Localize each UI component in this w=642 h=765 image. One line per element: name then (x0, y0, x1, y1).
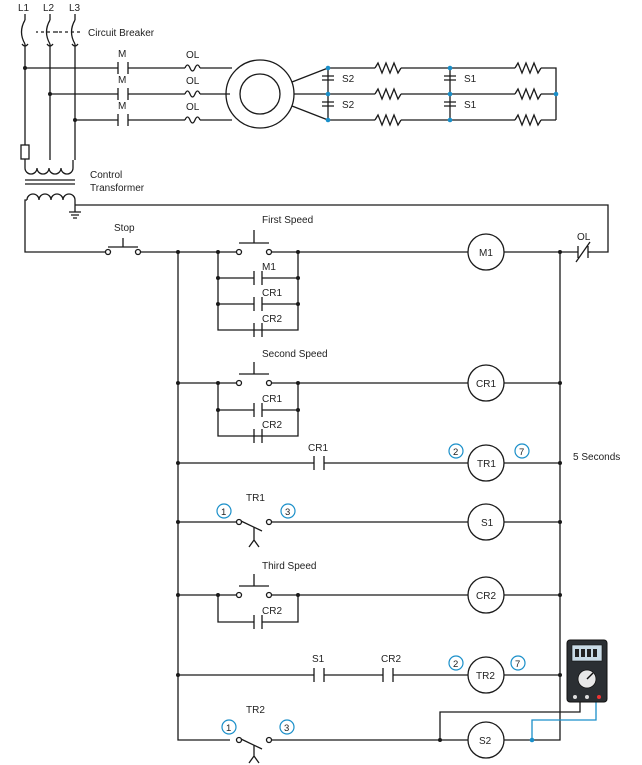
control-ladder: Stop First Speed M1 OL (24, 199, 620, 764)
label-m-2: M (118, 75, 126, 86)
label-cr2-contact-a: CR2 (262, 314, 282, 325)
overload-heaters: OL OL OL (184, 50, 201, 124)
label-ol-right: OL (577, 232, 591, 243)
tag-s2-3: 3 (284, 723, 289, 734)
power-section: L1 L2 L3 Circuit Breaker M M M (18, 3, 559, 219)
coil-cr1-label: CR1 (476, 379, 496, 390)
tag-tr1-7: 7 (519, 447, 524, 458)
label-tr2-contact: TR2 (246, 705, 265, 716)
label-circuit-breaker: Circuit Breaker (88, 28, 155, 39)
s2-s1-contacts: S2 S2 S1 S1 (322, 65, 559, 123)
label-s2-top: S2 (342, 74, 355, 85)
motor-symbol (225, 59, 329, 129)
label-ol-1: OL (186, 50, 200, 61)
coil-tr1-label: TR1 (477, 459, 496, 470)
rung-first-speed: First Speed M1 OL M1 CR1 CR2 (176, 215, 591, 337)
label-m-1: M (118, 49, 126, 60)
label-cr2-contact-d: CR2 (381, 654, 401, 665)
label-s1-contact: S1 (312, 654, 325, 665)
label-control: Control (90, 170, 122, 181)
coil-cr2-label: CR2 (476, 591, 496, 602)
label-cr1-contact-c: CR1 (308, 443, 328, 454)
tag-tr2-7: 7 (515, 659, 520, 670)
resistor-bank-1 (374, 61, 402, 127)
label-s1-top: S1 (464, 74, 477, 85)
rung-second-speed: Second Speed CR1 CR1 CR2 (176, 349, 562, 443)
rung-s2: TR2 1 3 S2 (221, 675, 561, 764)
rung-tr1: CR1 TR1 2 7 5 Seconds (176, 443, 620, 482)
tag-tr1-2: 2 (453, 447, 458, 458)
label-tr1-contact: TR1 (246, 493, 265, 504)
label-s1-bottom: S1 (464, 100, 477, 111)
label-cr2-contact-b: CR2 (262, 420, 282, 431)
label-cr1-contact-b: CR1 (262, 394, 282, 405)
label-m1-contact: M1 (262, 262, 276, 273)
label-ol-3: OL (186, 102, 200, 113)
circuit-breaker-symbols (20, 14, 80, 47)
label-ol-2: OL (186, 76, 200, 87)
control-transformer: Control Transformer (20, 144, 145, 219)
label-l1: L1 (18, 3, 30, 14)
label-cr2-contact-c: CR2 (262, 606, 282, 617)
rung-third-speed: Third Speed CR2 CR2 (176, 561, 562, 629)
rung-s1: TR1 1 3 S1 (176, 493, 562, 548)
tag-s2-1: 1 (226, 723, 231, 734)
tag-tr2-2: 2 (453, 659, 458, 670)
label-transformer: Transformer (90, 183, 145, 194)
resistor-bank-2 (514, 61, 542, 127)
coil-s1-label: S1 (481, 518, 494, 529)
multimeter-icon (566, 639, 608, 703)
label-cr1-contact-a: CR1 (262, 288, 282, 299)
label-m-3: M (118, 101, 126, 112)
tag-s1-3: 3 (285, 507, 290, 518)
meter-leads (438, 702, 597, 743)
m-contacts: M M M (117, 49, 129, 126)
label-third-speed: Third Speed (262, 561, 316, 572)
label-first-speed: First Speed (262, 215, 313, 226)
label-s2-bottom: S2 (342, 100, 355, 111)
label-second-speed: Second Speed (262, 349, 328, 360)
coil-s2-label: S2 (479, 736, 492, 747)
label-l3: L3 (69, 3, 81, 14)
tag-s1-1: 1 (221, 507, 226, 518)
coil-m1-label: M1 (479, 248, 493, 259)
label-stop: Stop (114, 223, 135, 234)
stop-pushbutton: Stop (104, 223, 178, 256)
coil-tr2-label: TR2 (476, 671, 495, 682)
label-five-seconds: 5 Seconds (573, 452, 620, 463)
rung-tr2: S1 CR2 TR2 2 7 (176, 654, 562, 694)
label-l2: L2 (43, 3, 55, 14)
